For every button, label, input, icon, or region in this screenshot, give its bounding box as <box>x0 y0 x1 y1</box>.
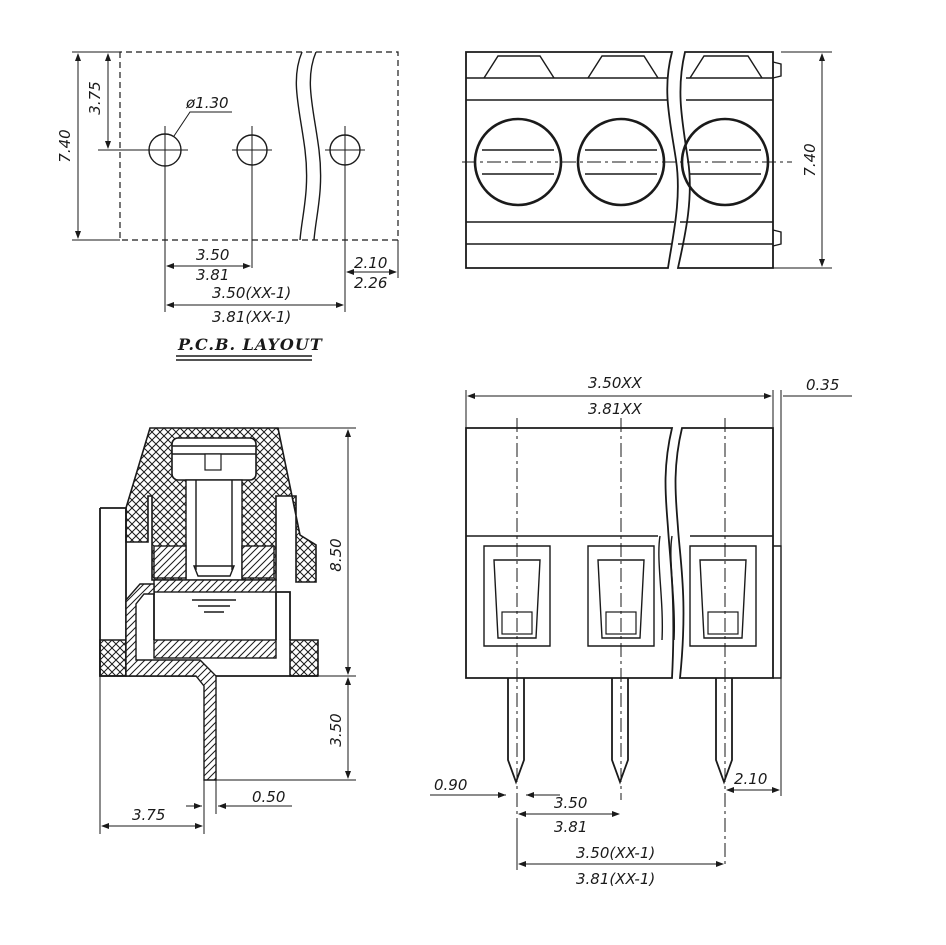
terminal-bent <box>125 583 217 781</box>
pcb-outline <box>119 51 399 241</box>
housing-base-left <box>99 639 127 677</box>
channel-ground-marks <box>192 599 236 613</box>
front-pin-1 <box>507 678 525 785</box>
front-total-a: 3.50(XX-1) <box>576 844 655 862</box>
break-line-1 <box>295 51 308 241</box>
diameter-leader <box>173 111 232 137</box>
top-view: 7.40 <box>462 51 832 269</box>
wire-entry-3 <box>689 545 757 647</box>
side-dim-arrows-050 <box>194 803 226 809</box>
screw-tip <box>192 565 236 577</box>
top-body-right <box>676 51 774 269</box>
side-pin-length-label: 3.50 <box>327 713 345 746</box>
pcb-total-b: 3.81(XX-1) <box>212 308 291 326</box>
screw-shaft <box>185 479 243 581</box>
front-width-b: 3.81XX <box>588 400 643 418</box>
front-pin-width-label: 0.90 <box>434 776 467 794</box>
side-height-label: 8.50 <box>327 538 345 571</box>
dim-ext-740 <box>72 51 120 241</box>
top-body-left <box>465 51 679 269</box>
front-overhang-label: 0.35 <box>806 376 839 394</box>
top-side-latches <box>772 61 782 247</box>
channel-bottom <box>153 639 277 659</box>
front-pitch-a: 3.50 <box>554 794 587 812</box>
clamp-right <box>241 545 275 579</box>
front-dim-ext-top <box>465 390 782 546</box>
top-screw-slots <box>483 55 763 79</box>
pcb-pitch-a: 3.50 <box>196 246 229 264</box>
housing-base-right <box>289 639 319 677</box>
screw-slot <box>204 453 222 471</box>
break-line-2 <box>309 51 322 241</box>
clamp-left <box>153 545 187 579</box>
side-pin-thickness-label: 0.50 <box>252 788 285 806</box>
pcb-layout-view: 7.40 3.75 ø1.30 3.50 3.81 3.50(XX-1) 3.8… <box>56 51 399 361</box>
front-body-left <box>465 427 675 679</box>
channel-walls <box>153 591 291 640</box>
pcb-edge-a: 2.10 <box>354 254 387 272</box>
front-break-lines <box>658 535 676 641</box>
side-dim-ext-bottom <box>99 676 217 834</box>
front-dim-arrows-090 <box>498 792 534 798</box>
front-edge-label: 2.10 <box>734 770 767 788</box>
top-height-label: 7.40 <box>801 143 819 176</box>
top-dim-ext <box>773 51 832 269</box>
pcb-edge-b: 2.26 <box>354 274 387 292</box>
front-body-split <box>466 535 782 679</box>
hole-centerline-v <box>164 126 346 312</box>
pcb-hole-offset-label: 3.75 <box>86 81 104 114</box>
pcb-layout-title: P.C.B. LAYOUT <box>177 335 323 354</box>
front-centerlines <box>516 418 726 866</box>
front-view: 3.50XX 3.81XX 0.35 0.90 3.50 3.81 2.10 3… <box>430 374 852 888</box>
top-grooves <box>466 77 773 245</box>
pcb-total-a: 3.50(XX-1) <box>212 284 291 302</box>
title-underline <box>176 355 312 361</box>
front-pitch-b: 3.81 <box>554 818 587 836</box>
side-dim-ext-850 <box>278 427 356 677</box>
front-pin-2 <box>611 678 629 785</box>
front-total-b: 3.81(XX-1) <box>576 870 655 888</box>
pcb-height-label: 7.40 <box>56 129 74 162</box>
pcb-pitch-b: 3.81 <box>196 266 229 284</box>
side-pin-offset-label: 3.75 <box>132 806 165 824</box>
channel-top <box>153 579 277 593</box>
hole-diameter-label: ø1.30 <box>185 94 229 112</box>
front-pin-3 <box>715 678 733 785</box>
front-body-right <box>674 427 774 679</box>
screw-shaft-inner <box>195 480 233 570</box>
front-width-a: 3.50XX <box>588 374 643 392</box>
side-view: 8.50 3.50 3.75 0.50 <box>99 427 356 834</box>
